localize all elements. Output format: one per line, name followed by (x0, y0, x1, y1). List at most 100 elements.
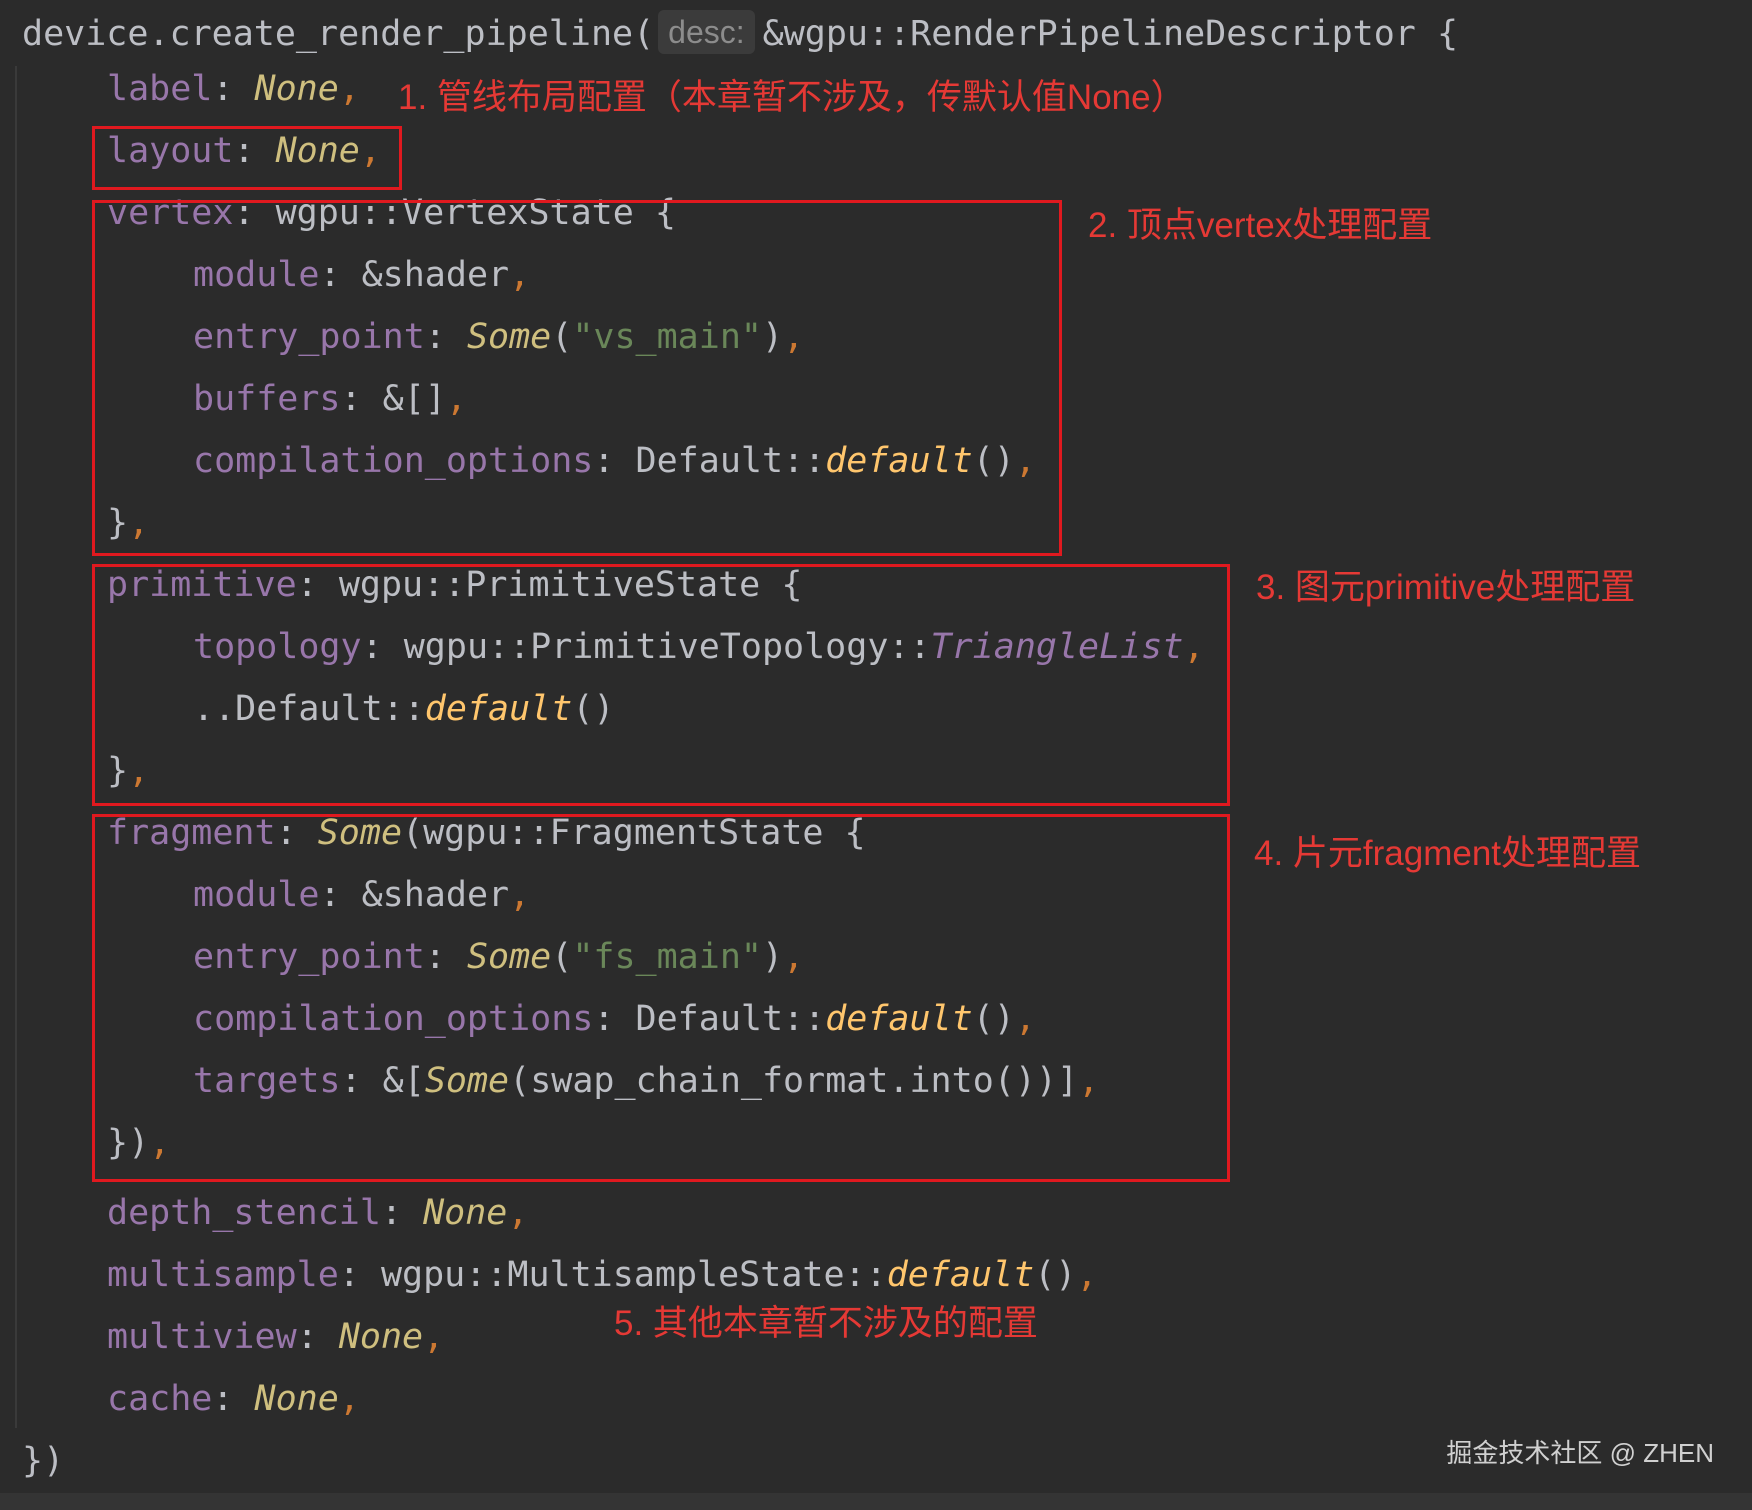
colon: : (340, 379, 383, 419)
comma: , (783, 937, 805, 977)
parens: () (1034, 1255, 1077, 1295)
field-key: module (193, 875, 320, 915)
highlight-box-primitive (92, 564, 1230, 806)
some-keyword: Some (466, 937, 552, 977)
path: wgpu::MultisampleState:: (380, 1255, 887, 1295)
watermark: 掘金技术社区 @ ZHEN (1446, 1438, 1714, 1468)
call-text: device.create_render_pipeline( (22, 14, 655, 54)
comma: , (149, 1123, 171, 1163)
code-line-depth-stencil[interactable]: depth_stencil: None, (107, 1188, 528, 1238)
code-line-call[interactable]: device.create_render_pipeline(desc:&wgpu… (22, 9, 1458, 59)
colon: : (275, 813, 318, 853)
colon: : (340, 1061, 383, 1101)
code-line-primitive-default[interactable]: ..Default::default() (193, 684, 614, 734)
colon: : (212, 1379, 255, 1419)
enum-variant: TriangleList (930, 627, 1184, 667)
function-name: default (825, 441, 973, 481)
code-line-vertex-close[interactable]: }, (107, 498, 149, 548)
code-line-end[interactable]: }) (22, 1436, 64, 1486)
colon: : (296, 565, 339, 605)
colon: : (296, 1317, 339, 1357)
comma: , (1078, 1061, 1100, 1101)
value-none: None (423, 1193, 508, 1233)
path: Default:: (635, 441, 826, 481)
field-key: cache (107, 1379, 213, 1419)
string-literal: "vs_main" (572, 317, 762, 357)
comma: , (509, 875, 531, 915)
comma: , (1014, 441, 1036, 481)
comma: , (1076, 1255, 1098, 1295)
value-none: None (254, 1379, 339, 1419)
code-line-vertex-module[interactable]: module: &shader, (193, 250, 530, 300)
function-name: default (886, 1255, 1035, 1295)
comma: , (423, 1317, 445, 1357)
some-keyword: Some (424, 1061, 510, 1101)
colon: : (319, 875, 362, 915)
code-line-fragment-compilation-options[interactable]: compilation_options: Default::default(), (193, 994, 1036, 1044)
code-line-fragment-module[interactable]: module: &shader, (193, 870, 530, 920)
path: wgpu::PrimitiveTopology:: (403, 627, 931, 667)
field-key: buffers (193, 379, 341, 419)
code-line-fragment-entry-point[interactable]: entry_point: Some("fs_main"), (193, 932, 804, 982)
field-key: vertex (107, 193, 234, 233)
annotation-fragment: 4. 片元fragment处理配置 (1254, 834, 1642, 873)
value-none: None (275, 131, 360, 171)
type-name: wgpu::PrimitiveState { (338, 565, 803, 605)
highlight-box-layout (92, 126, 402, 190)
comma: , (359, 131, 381, 171)
code-line-fragment-targets[interactable]: targets: &[Some(swap_chain_format.into()… (193, 1056, 1099, 1106)
function-name: default (825, 999, 973, 1039)
field-key: module (193, 255, 320, 295)
code-line-multisample[interactable]: multisample: wgpu::MultisampleState::def… (107, 1250, 1097, 1300)
code-line-fragment[interactable]: fragment: Some(wgpu::FragmentState { (107, 808, 866, 858)
code-line-primitive-close[interactable]: }, (107, 746, 149, 796)
bracket-open: &[ (382, 1061, 425, 1101)
field-key: primitive (107, 565, 297, 605)
annotation-vertex: 2. 顶点vertex处理配置 (1088, 206, 1433, 245)
field-key: label (107, 69, 213, 109)
paren-close: ) (761, 317, 784, 357)
comma: , (128, 751, 150, 791)
value-none: None (338, 1317, 424, 1357)
code-line-cache[interactable]: cache: None, (107, 1374, 360, 1424)
paren-open: ( (551, 937, 573, 977)
comma: , (783, 317, 805, 357)
closing-brace: }) (22, 1441, 65, 1481)
annotation-primitive: 3. 图元primitive处理配置 (1256, 568, 1636, 607)
field-key: topology (193, 627, 362, 667)
colon: : (319, 255, 362, 295)
code-line-vertex-compilation-options[interactable]: compilation_options: Default::default(), (193, 436, 1036, 486)
field-key: multisample (107, 1255, 339, 1295)
annotation-layout: 1. 管线布局配置（本章暂不涉及，传默认值None） (398, 78, 1186, 117)
highlight-box-fragment (92, 814, 1230, 1182)
code-line-vertex-entry-point[interactable]: entry_point: Some("vs_main"), (193, 312, 804, 362)
code-line-vertex[interactable]: vertex: wgpu::VertexState { (107, 188, 676, 238)
code-line-layout[interactable]: layout: None, (107, 126, 381, 176)
parens: () (572, 689, 615, 729)
field-key: compilation_options (193, 999, 594, 1039)
code-line-label[interactable]: label: None, (107, 64, 360, 114)
type-name: (wgpu::FragmentState { (402, 813, 866, 853)
code-line-fragment-close[interactable]: }), (107, 1118, 170, 1168)
some-keyword: Some (466, 317, 552, 357)
field-key: multiview (107, 1317, 297, 1357)
path: ..Default:: (193, 689, 425, 729)
code-line-multiview[interactable]: multiview: None, (107, 1312, 444, 1362)
colon: : (593, 441, 636, 481)
param-hint: desc: (658, 10, 755, 54)
bottom-strip (0, 1493, 1752, 1510)
colon: : (212, 69, 255, 109)
code-line-vertex-buffers[interactable]: buffers: &[], (193, 374, 467, 424)
code-line-primitive[interactable]: primitive: wgpu::PrimitiveState { (107, 560, 802, 610)
colon: : (233, 193, 276, 233)
highlight-box-vertex (92, 200, 1062, 556)
comma: , (338, 69, 360, 109)
string-literal: "fs_main" (572, 937, 762, 977)
comma: , (338, 1379, 360, 1419)
brace-close: } (107, 751, 129, 791)
comma: , (509, 255, 531, 295)
value-none: None (254, 69, 339, 109)
code-line-primitive-topology[interactable]: topology: wgpu::PrimitiveTopology::Trian… (193, 622, 1204, 672)
comma: , (1183, 627, 1205, 667)
